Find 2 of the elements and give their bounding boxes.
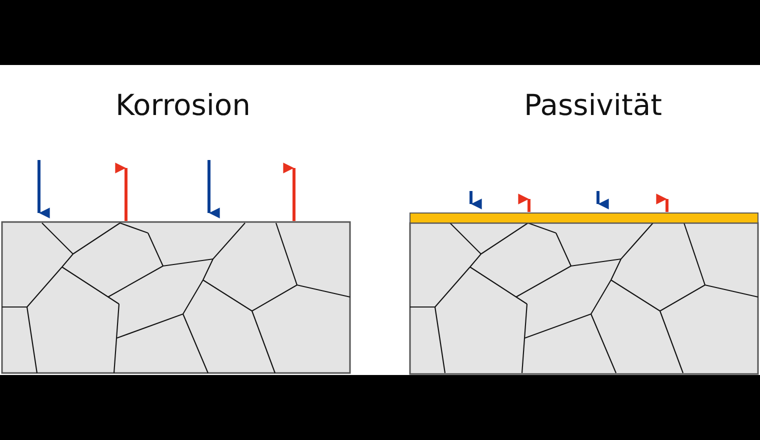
panel-heading: Passivität <box>524 88 662 122</box>
panel-heading: Korrosion <box>115 88 251 122</box>
